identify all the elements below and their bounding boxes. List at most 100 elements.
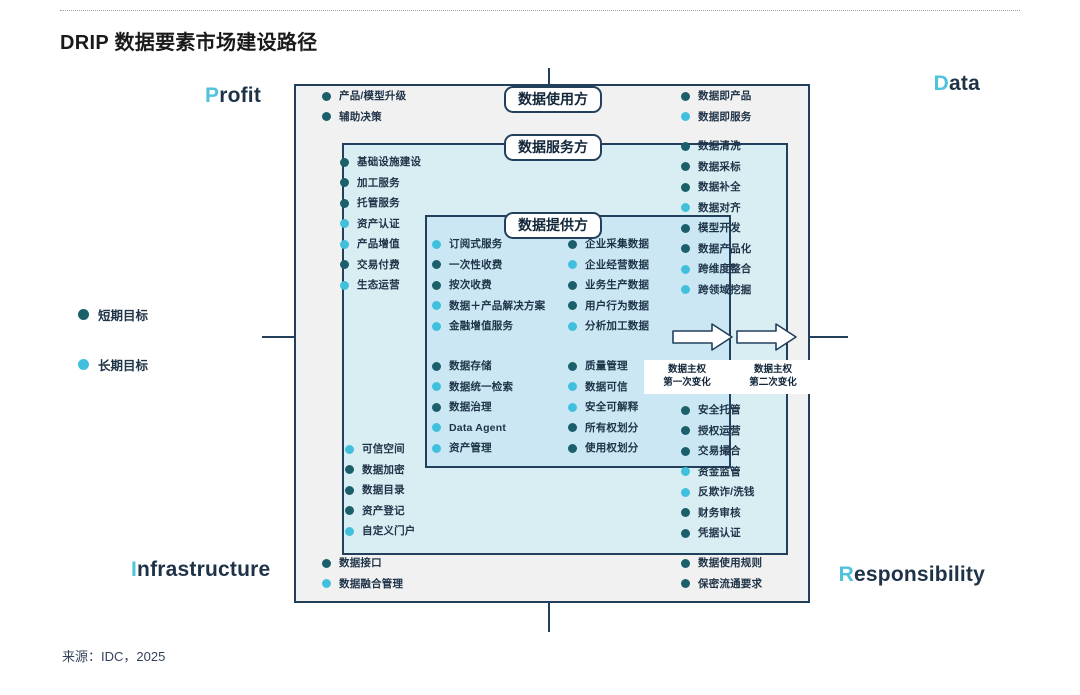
bullet-item: 数据可信 [568,380,639,393]
bullet-label: 基础设施建设 [357,156,422,168]
bullet-dot-long-term [432,423,441,433]
bullet-group-provider-right: 企业采集数据企业经营数据业务生产数据用户行为数据分析加工数据 [568,239,649,342]
bullet-dot-short-term [568,280,577,290]
bullet-group-trust: 可信空间数据加密数据目录资产登记自定义门户 [345,444,416,547]
bullet-item: 使用权划分 [568,443,639,454]
bullet-dot-short-term [568,361,577,371]
bullet-item: 凭据认证 [681,528,755,539]
bullet-dot-long-term [681,487,690,497]
bullet-dot-short-term [681,244,690,254]
bullet-dot-short-term [681,162,690,172]
bullet-label: 资产认证 [357,217,400,230]
bullet-label: 数据补全 [698,181,741,193]
bullet-label: 用户行为数据 [585,299,650,312]
bullet-item: 产品增值 [340,239,421,250]
legend-dot-short-term [78,309,89,320]
bullet-dot-long-term [340,280,349,290]
axis-label-data: Data [934,72,980,96]
bullet-item: 模型开发 [681,223,752,234]
bullet-label: 保密流通要求 [698,577,763,590]
bullet-dot-short-term [432,402,441,412]
bullet-item: 数据产品化 [681,242,752,255]
bullet-item: 生态运营 [340,280,421,291]
bullet-item: 企业经营数据 [568,258,650,271]
bullet-dot-short-term [345,485,354,495]
bullet-item: 按次收费 [432,280,545,291]
axis-label-profit: Profit [205,84,261,108]
legend-dot-long-term [78,359,89,370]
bullet-dot-long-term [432,443,441,453]
axis-label-data-rest: ata [949,72,980,95]
bullet-label: 一次性收费 [449,258,503,271]
bullet-dot-short-term [340,157,349,167]
bullet-item: 托管服务 [340,198,421,209]
bullet-label: 资产登记 [362,504,405,517]
bullet-label: 数据即产品 [698,90,752,102]
sovereignty-callout-second: 数据主权 第二次变化 [730,360,816,394]
axis-label-responsibility-rest: esponsibility [854,563,985,586]
bullet-item: 质量管理 [568,361,639,372]
bullet-dot-long-term [432,382,441,392]
bullet-dot-short-term [681,405,690,415]
sovereignty-arrow-first [672,322,734,357]
bullet-label: 分析加工数据 [585,320,650,332]
bullet-label: 数据目录 [362,484,405,496]
bullet-label: 数据产品化 [698,242,752,255]
bullet-label: 企业采集数据 [585,238,650,250]
bullet-item: 数据加密 [345,464,416,476]
bullet-label: 资金监管 [698,465,741,478]
bullet-item: Data Agent [432,422,513,434]
bullet-label: 反欺诈/洗钱 [698,486,755,498]
bullet-item: 授权运营 [681,425,755,437]
bullet-label: 数据清洗 [698,140,741,152]
layer-pill-data-service: 数据服务方 [504,134,602,162]
bullet-item: 订阅式服务 [432,239,545,250]
bullet-item: 数据使用规则 [681,558,762,569]
bullet-dot-short-term [345,465,354,475]
bullet-group-quality: 质量管理数据可信安全可解释所有权划分使用权划分 [568,361,639,464]
bullet-label: 安全可解释 [585,401,639,413]
bullet-label: 企业经营数据 [585,258,650,271]
bullet-label: 按次收费 [449,279,492,291]
bullet-item: 分析加工数据 [568,321,649,332]
bullet-dot-short-term [681,182,690,192]
bullet-group-responsibility: 数据使用规则保密流通要求 [681,558,762,599]
bullet-label: 生态运营 [357,279,400,291]
bullet-item: 数据目录 [345,485,416,496]
bullet-item: 跨维度整合 [681,264,752,275]
bullet-label: 辅助决策 [339,110,382,123]
bullet-dot-short-term [322,91,331,101]
bullet-label: 订阅式服务 [449,238,503,250]
page-title: DRIP 数据要素市场建设路径 [60,32,318,54]
sovereignty-arrow-second [736,322,798,357]
bullet-label: 数据接口 [339,557,382,569]
bullet-label: 资产管理 [449,442,492,454]
axis-label-infrastructure-initial: I [131,558,138,581]
bullet-dot-long-term [568,260,577,270]
legend-item-short-term: 短期目标 [78,305,148,324]
bullet-label: 数据治理 [449,401,492,413]
sovereignty-callout-second-line2: 第二次变化 [749,376,797,388]
bullet-dot-long-term [345,526,354,536]
axis-label-infrastructure: Infrastructure [131,558,270,582]
bullet-dot-long-term [340,219,349,229]
bullet-dot-short-term [340,178,349,188]
sovereignty-callout-first-line2: 第一次变化 [663,376,711,388]
bullet-label: 交易撮合 [698,445,741,457]
layer-pill-data-consumer: 数据使用方 [504,86,602,114]
bullet-dot-short-term [340,198,349,208]
legend-label-short-term: 短期目标 [98,309,149,323]
bullet-dot-short-term [681,528,690,538]
bullet-label: 金融增值服务 [449,320,514,332]
bullet-label: 数据使用规则 [698,557,763,569]
bullet-label: 数据可信 [585,380,628,393]
bullet-dot-short-term [340,260,349,270]
sovereignty-callout-second-line1: 数据主权 [753,364,792,375]
bullet-label: 产品增值 [357,238,400,250]
bullet-dot-short-term [568,443,577,453]
sovereignty-callout-first: 数据主权 第一次变化 [644,360,730,394]
bullet-item: 数据即服务 [681,111,752,123]
bullet-label: 数据融合管理 [339,577,404,590]
bullet-item: 可信空间 [345,444,416,455]
bullet-item: 企业采集数据 [568,239,649,250]
